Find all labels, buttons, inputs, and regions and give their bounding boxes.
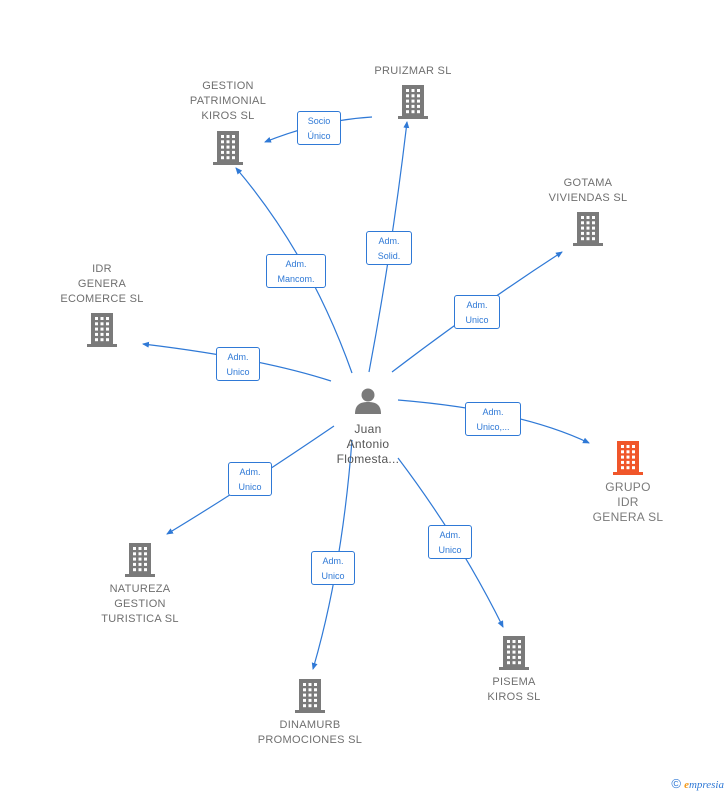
company-label-pruizmar[interactable]: PRUIZMAR SL — [374, 65, 452, 77]
building-icon[interactable] — [294, 678, 326, 714]
edge-label-grupo-idr[interactable]: Adm. Unico,... — [465, 402, 521, 436]
building-icon[interactable] — [572, 211, 604, 247]
edge-label-idr-genera-ecomerce[interactable]: Adm. Unico — [216, 347, 260, 381]
copyright-symbol: © — [671, 776, 681, 791]
edge-label-natureza[interactable]: Adm. Unico — [228, 462, 272, 496]
building-icon[interactable] — [498, 635, 530, 671]
company-label-idr-genera-ecomerce[interactable]: IDR GENERA ECOMERCE SL — [60, 263, 144, 305]
person-icon — [355, 388, 381, 414]
building-icon[interactable] — [612, 440, 644, 476]
company-label-dinamurb[interactable]: DINAMURB PROMOCIONES SL — [257, 719, 363, 746]
center-person-label[interactable]: Juan Antonio Flomesta... — [336, 422, 400, 466]
building-icon[interactable] — [212, 130, 244, 166]
building-icon[interactable] — [86, 312, 118, 348]
edge-label-pisema[interactable]: Adm. Unico — [428, 525, 472, 559]
building-icon[interactable] — [397, 84, 429, 120]
company-label-natureza[interactable]: NATUREZA GESTION TURISTICA SL — [101, 583, 179, 625]
edge-label-gotama[interactable]: Adm. Unico — [454, 295, 500, 329]
edge-label-gestion-patrimonial[interactable]: Socio Único — [297, 111, 341, 145]
building-icon[interactable] — [124, 542, 156, 578]
company-label-pisema[interactable]: PISEMA KIROS SL — [487, 676, 541, 703]
company-label-gestion-patrimonial[interactable]: GESTION PATRIMONIAL KIROS SL — [189, 80, 267, 122]
edge-label-dinamurb[interactable]: Adm. Unico — [311, 551, 355, 585]
brand-logo: empresia — [684, 779, 724, 791]
empresia-watermark: © empresia — [671, 776, 724, 791]
company-label-gotama[interactable]: GOTAMA VIVIENDAS SL — [548, 177, 628, 204]
company-label-grupo-idr[interactable]: GRUPO IDR GENERA SL — [592, 480, 664, 524]
edge-label-pruizmar[interactable]: Adm. Solid. — [366, 231, 412, 265]
edge-label-gestion-patrimonial[interactable]: Adm. Mancom. — [266, 254, 326, 288]
